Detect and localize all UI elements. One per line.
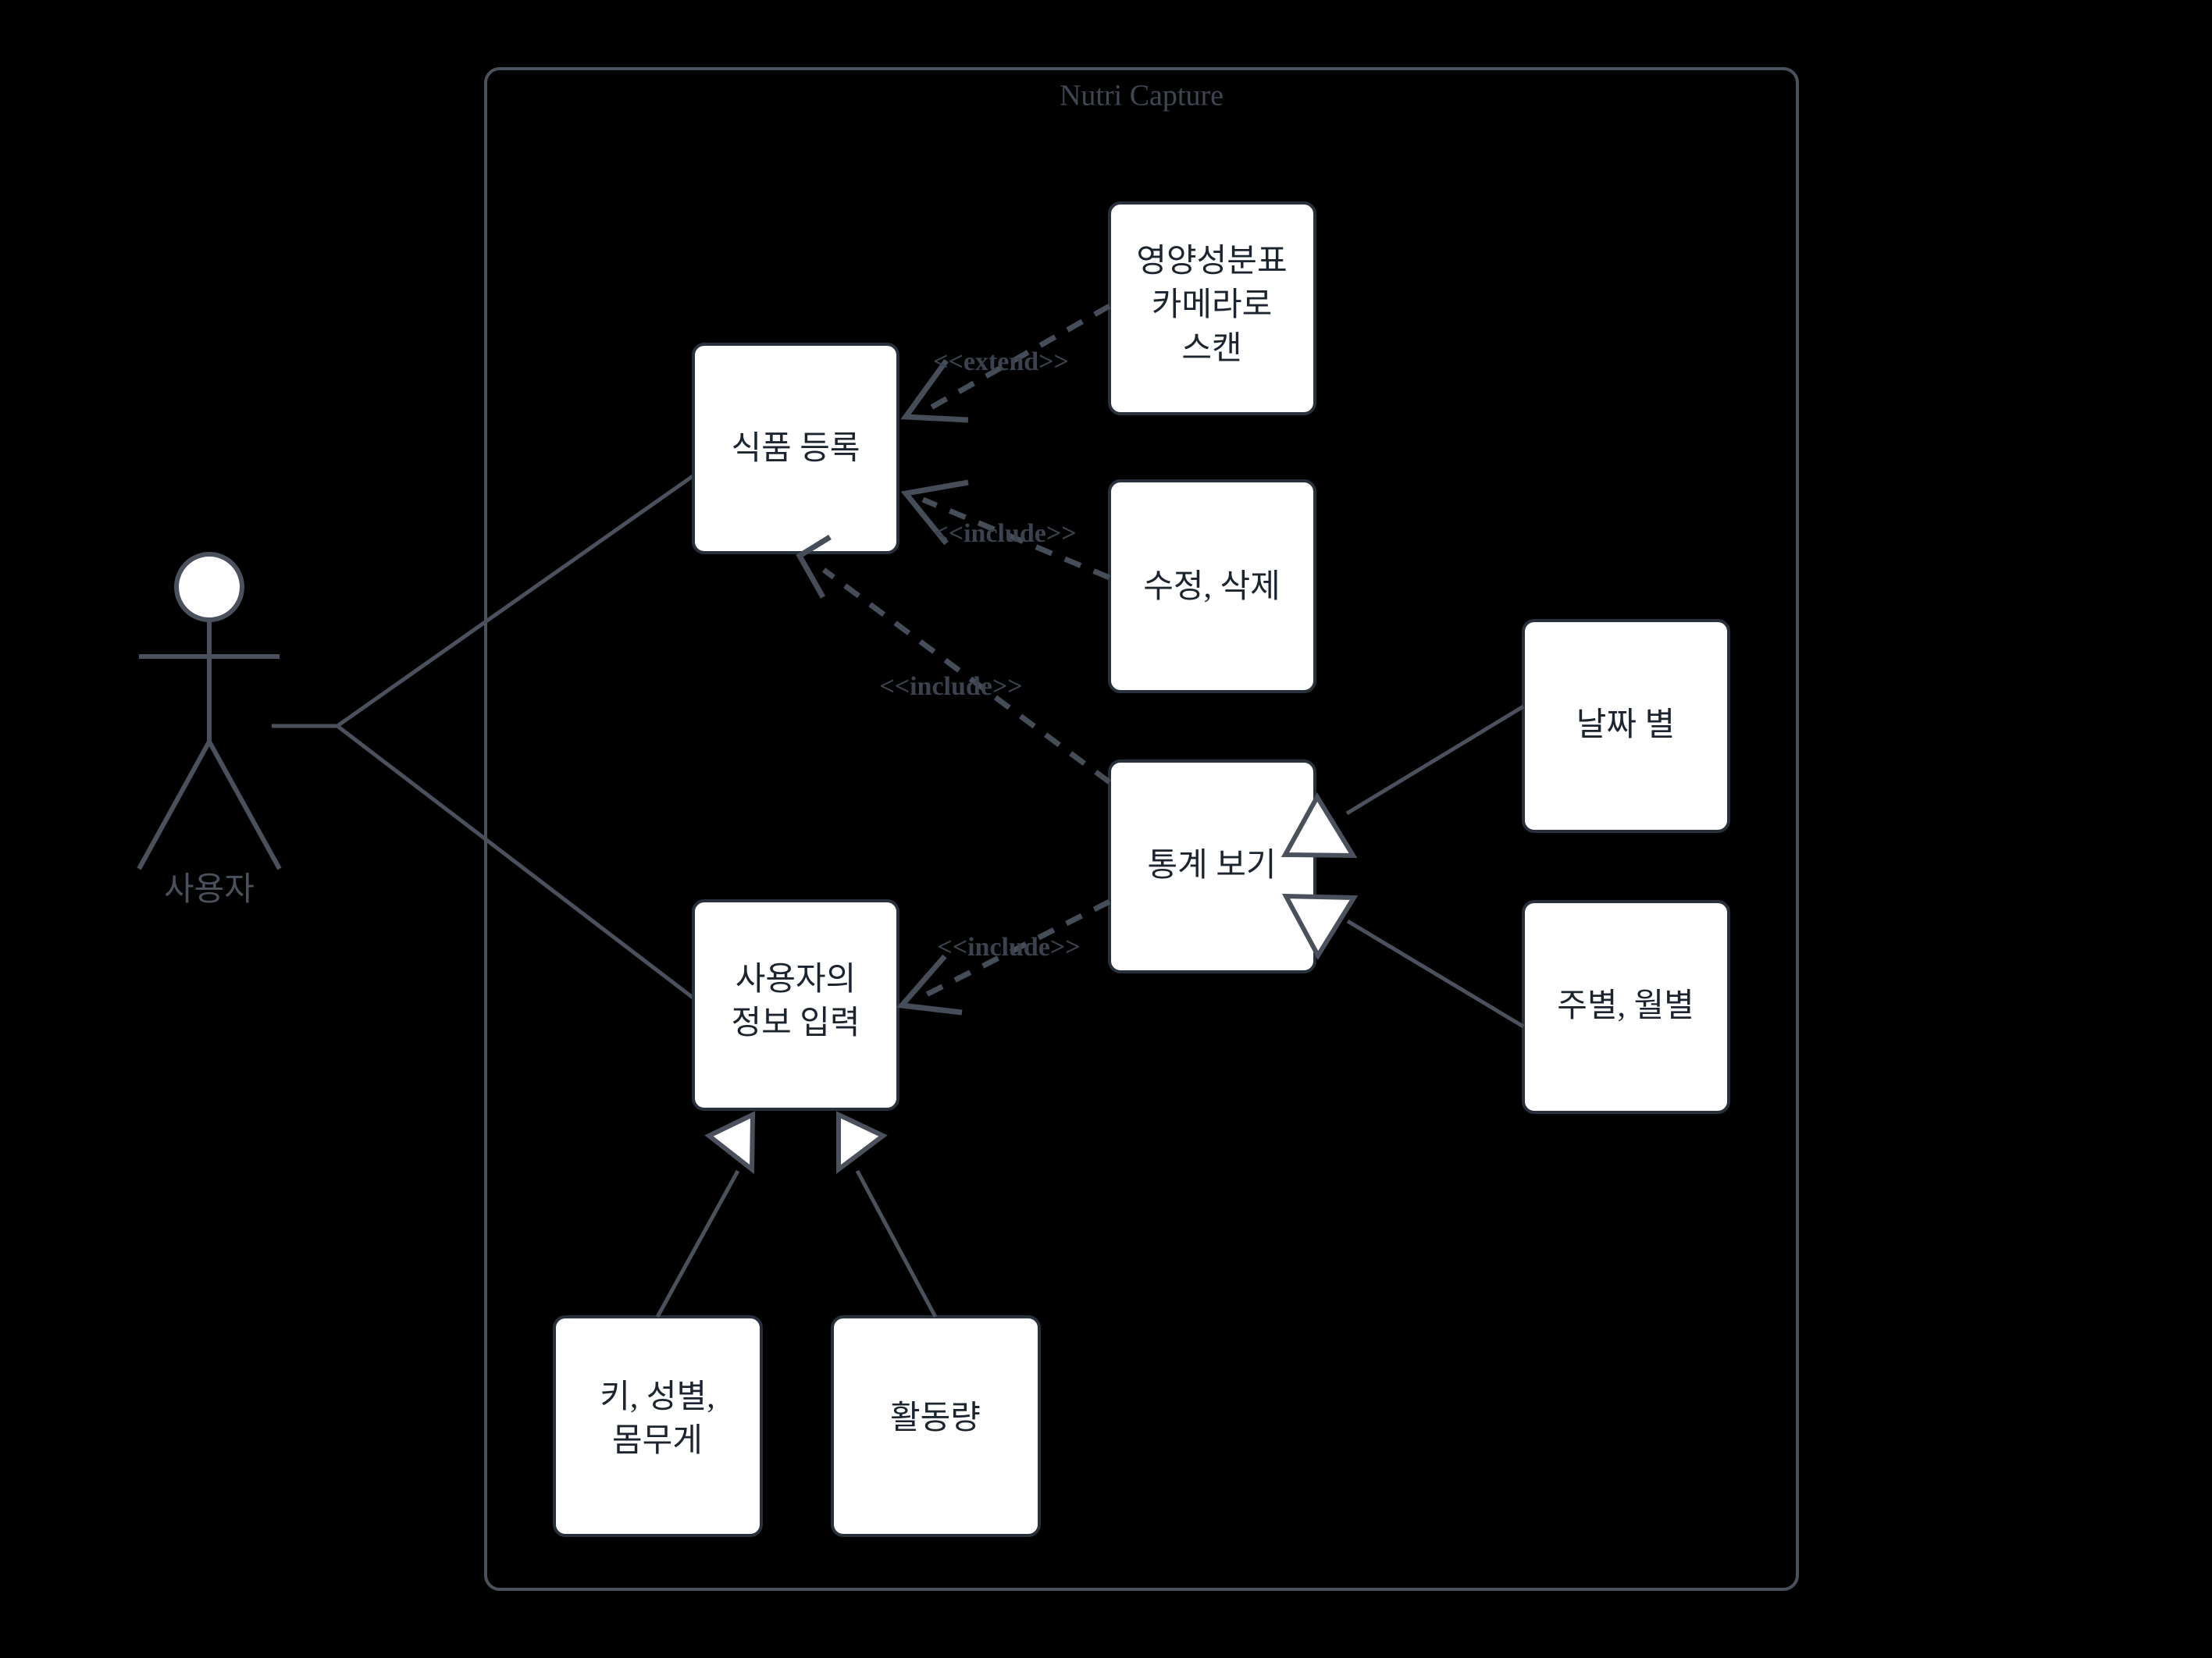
usecase-by-date-label-line-1: 날짜 별 [1576, 707, 1675, 743]
usecase-food-register-box [692, 343, 899, 554]
actor-left-leg-line [137, 740, 212, 870]
relation-generalization-height-sex-weight-arrowhead [704, 1111, 756, 1175]
usecase-by-week-month[interactable]: 주별, 월별 [1522, 900, 1730, 1114]
usecase-ocr-scan-label-line-3: 스캔 [1181, 331, 1241, 367]
usecase-edit-delete-box [1108, 479, 1316, 693]
relation-include-view-stats-food-arrowhead [796, 535, 832, 599]
relation-include-edit-delete-stereotype: <<include>> [933, 519, 1076, 548]
relation-generalization-activity-level-arrowhead [836, 1111, 888, 1175]
association-actor-to-user-info-input[interactable] [336, 724, 696, 1001]
relation-extend-ocr-scan-arrowhead [900, 358, 969, 423]
actor-right-leg-line [207, 740, 282, 870]
relation-include-view-stats-food-stereotype: <<include>> [879, 672, 1022, 701]
usecase-user-info-input-box [692, 899, 899, 1111]
usecase-height-sex-weight-label-line-2: 몸무게 [612, 1423, 703, 1459]
relation-include-edit-delete-arrowhead [900, 479, 969, 546]
usecase-activity-level-label-line-1: 활동량 [890, 1400, 981, 1436]
relation-generalization-activity-level-line [855, 1169, 938, 1318]
actor-user[interactable]: 사용자 [137, 552, 282, 908]
relation-extend-ocr-scan-line [921, 303, 1111, 415]
usecase-user-info-input-label-line-2: 정보 입력 [731, 1005, 860, 1041]
usecase-by-date-box [1522, 619, 1730, 833]
relation-include-view-stats-user-line [916, 898, 1111, 1002]
actor-label: 사용자 [164, 872, 255, 908]
relation-extend-ocr-scan[interactable]: <<extend>> [900, 303, 1111, 423]
association-actor-to-food-register[interactable] [336, 472, 696, 728]
usecase-activity-level[interactable]: 활동량 [831, 1315, 1041, 1537]
relation-generalization-by-week-month[interactable] [1281, 893, 1525, 1029]
relation-include-view-stats-user[interactable]: <<include>> [896, 898, 1111, 1016]
system-boundary-title: Nutri Capture [1060, 80, 1224, 112]
usecase-by-week-month-label-line-1: 주별, 월별 [1557, 988, 1694, 1024]
usecase-ocr-scan-label-line-1: 영양성분표 [1136, 244, 1287, 279]
relation-generalization-height-sex-weight-line [655, 1169, 740, 1318]
usecase-height-sex-weight-label-line-1: 키, 성별, [600, 1379, 714, 1415]
relation-include-view-stats-user-stereotype: <<include>> [937, 933, 1080, 962]
relation-generalization-by-week-month-arrowhead [1281, 893, 1359, 960]
relation-extend-ocr-scan-stereotype: <<extend>> [933, 347, 1069, 376]
usecase-view-stats[interactable]: 통계 보기 [1108, 760, 1316, 973]
relation-generalization-by-week-month-line [1346, 919, 1525, 1029]
usecase-ocr-scan-label-line-2: 카메라로 [1152, 287, 1273, 323]
relation-include-view-stats-food[interactable]: <<include>> [796, 535, 1112, 785]
relation-generalization-height-sex-weight[interactable] [655, 1111, 756, 1318]
relation-include-edit-delete-line [921, 496, 1111, 581]
usecase-by-week-month-box [1522, 900, 1730, 1114]
relation-include-view-stats-food-line [821, 567, 1112, 785]
relation-generalization-activity-level[interactable] [836, 1111, 938, 1318]
usecase-by-date[interactable]: 날짜 별 [1522, 619, 1730, 833]
relation-include-edit-delete[interactable]: <<include>> [900, 479, 1111, 581]
usecase-edit-delete[interactable]: 수정, 삭제 [1108, 479, 1316, 693]
usecase-user-info-input[interactable]: 사용자의 정보 입력 [692, 899, 899, 1111]
usecase-food-register[interactable]: 식품 등록 [692, 343, 899, 554]
relation-generalization-by-date-line [1345, 704, 1525, 816]
relation-generalization-by-date[interactable] [1281, 704, 1525, 859]
usecase-view-stats-label-line-1: 통계 보기 [1147, 848, 1276, 884]
relation-generalization-by-date-arrowhead [1281, 792, 1358, 859]
usecase-edit-delete-label-line-1: 수정, 삭제 [1143, 569, 1281, 605]
usecase-food-register-label-line-1: 식품 등록 [731, 431, 860, 467]
usecase-user-info-input-label-line-1: 사용자의 [736, 962, 857, 998]
relation-include-view-stats-user-arrowhead [896, 954, 963, 1016]
actor-head-icon [174, 552, 244, 622]
system-boundary-box [484, 67, 1799, 1591]
usecase-ocr-scan[interactable]: 영양성분표 카메라로 스캔 [1108, 201, 1316, 415]
usecase-view-stats-box [1108, 760, 1316, 973]
usecase-activity-level-box [831, 1315, 1041, 1537]
usecase-height-sex-weight[interactable]: 키, 성별, 몸무게 [553, 1315, 763, 1537]
